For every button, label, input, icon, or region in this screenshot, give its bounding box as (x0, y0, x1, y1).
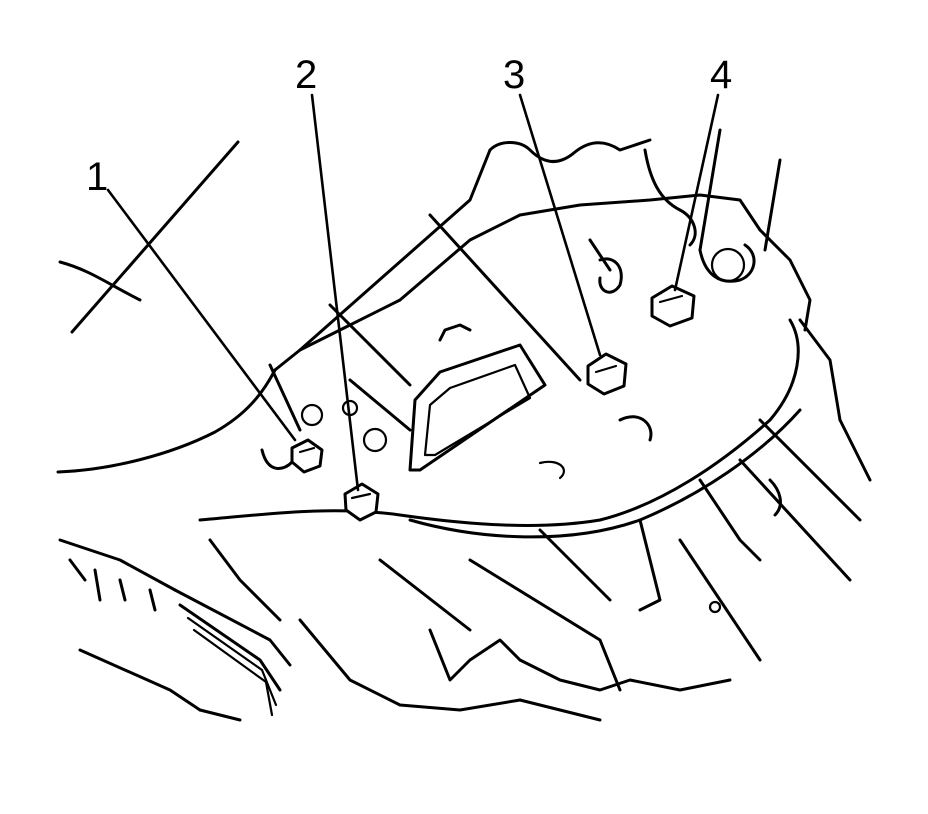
callout-label-1: 1 (86, 155, 108, 199)
callout-label-3: 3 (503, 53, 525, 97)
inspection-cover (408, 323, 547, 472)
bolt-2 (343, 482, 380, 522)
leader-2 (310, 93, 360, 492)
oil-pan (58, 538, 292, 722)
bolt-4 (650, 284, 696, 328)
callout-leaders (106, 93, 720, 492)
callout-labels: 1 2 3 4 (86, 53, 732, 199)
leader-4 (673, 93, 720, 292)
transmission-case (198, 128, 872, 722)
case-features (300, 247, 746, 614)
callout-label-4: 4 (710, 53, 732, 97)
bolt-3 (586, 352, 628, 396)
callout-label-2: 2 (295, 53, 317, 97)
leader-3 (518, 93, 602, 357)
bolt-1 (260, 438, 324, 474)
engine-block-outline (56, 138, 652, 474)
leader-1 (106, 188, 297, 442)
